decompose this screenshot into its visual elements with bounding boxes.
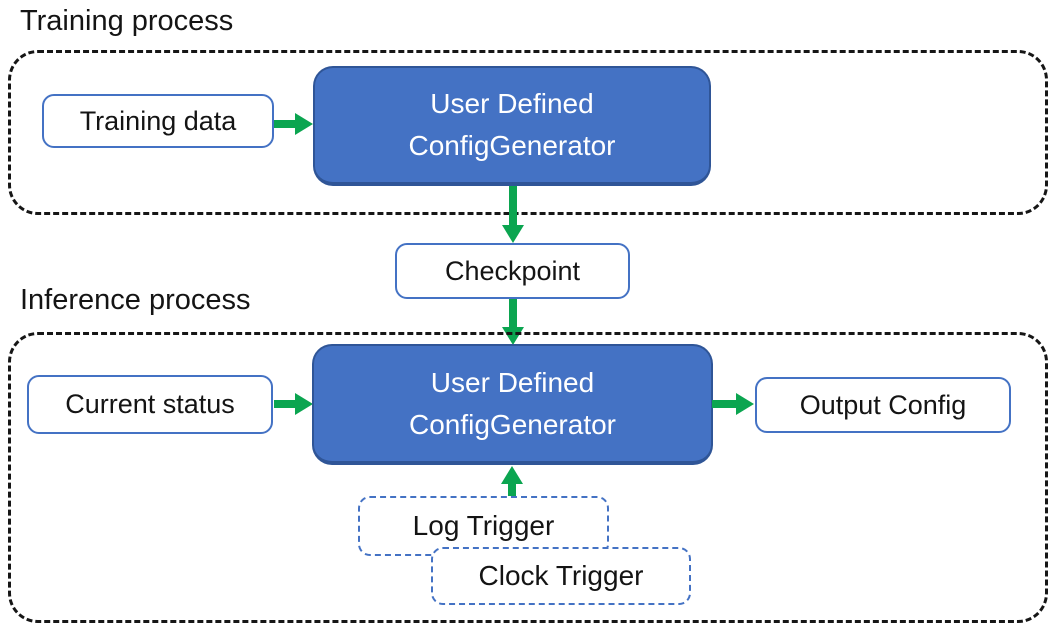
output-config-label: Output Config (799, 389, 967, 420)
training-data-label: Training data (79, 105, 237, 136)
arrow-up-shape (501, 466, 523, 497)
inference-generator-box: User Defined ConfigGenerator (312, 344, 713, 465)
inference-generator-line2: ConfigGenerator (408, 408, 616, 440)
training-generator-box: User Defined ConfigGenerator (313, 66, 711, 186)
clock-trigger-box: Clock Trigger (431, 547, 691, 605)
arrow-trigger-to-generator (501, 466, 523, 497)
arrow-generator-to-output (712, 393, 754, 415)
arrow-right-shape (274, 113, 313, 135)
arrow-training-data-to-generator (274, 113, 313, 135)
inference-process-title: Inference process (20, 284, 251, 316)
inference-process-container (8, 332, 1048, 623)
training-process-container (8, 50, 1048, 215)
training-data-box: Training data (42, 94, 274, 148)
checkpoint-box: Checkpoint (395, 243, 630, 299)
training-process-title: Training process (20, 5, 234, 37)
checkpoint-label: Checkpoint (444, 255, 581, 286)
arrow-current-status-to-generator (274, 393, 313, 415)
arrow-right-shape (712, 393, 754, 415)
log-trigger-box: Log Trigger (358, 496, 609, 556)
output-config-box: Output Config (755, 377, 1011, 433)
training-generator-line2: ConfigGenerator (408, 130, 616, 161)
log-trigger-label: Log Trigger (412, 510, 555, 541)
arrow-down-shape (502, 186, 524, 243)
arrow-generator-to-checkpoint (502, 186, 524, 243)
inference-generator-line1: User Defined (430, 366, 595, 398)
arrow-right-shape (274, 393, 313, 415)
clock-trigger-label: Clock Trigger (478, 560, 644, 591)
current-status-label: Current status (65, 389, 235, 419)
training-generator-line1: User Defined (430, 88, 594, 119)
current-status-box: Current status (27, 375, 273, 434)
